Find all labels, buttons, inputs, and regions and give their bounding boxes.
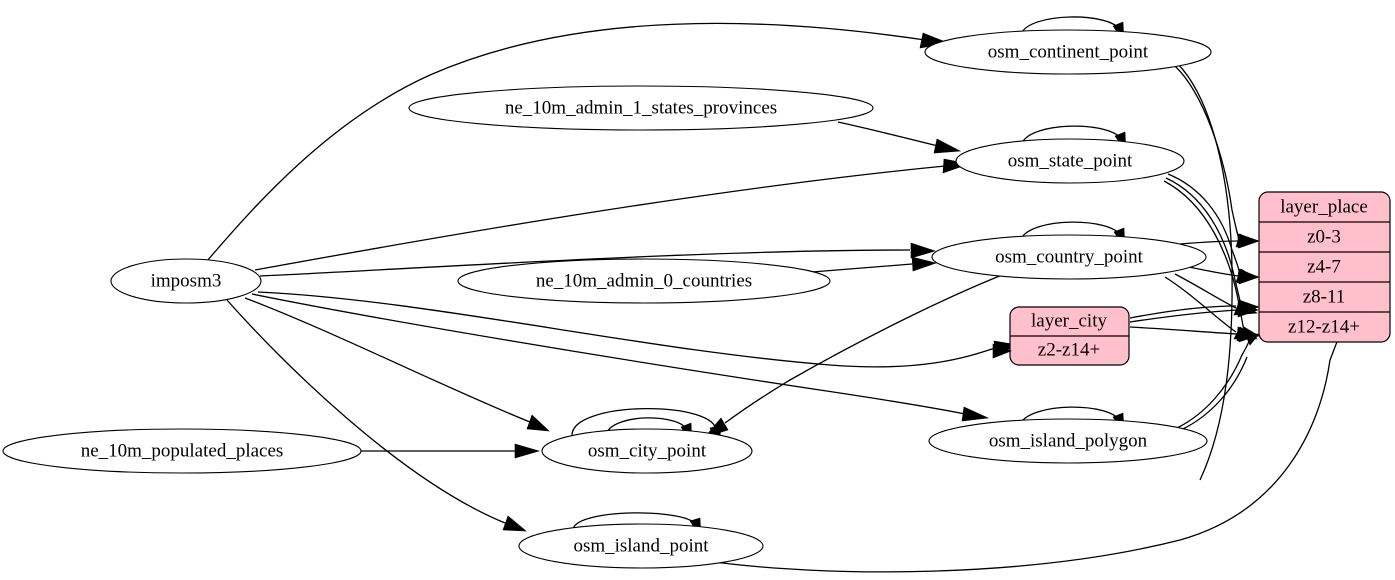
edge-ne_populated-to-osm_city_point (361, 443, 541, 459)
node-ne_10m_admin_1_states_provinces[interactable]: ne_10m_admin_1_states_provinces (408, 85, 874, 131)
node-osm_city_point[interactable]: osm_city_point (541, 428, 753, 474)
record-layer_place-row-z8-11: z8-11 (1303, 286, 1346, 307)
node-ne_countries-label: ne_10m_admin_0_countries (536, 270, 752, 291)
edge-imposm3-to-osm_island_point (226, 299, 527, 532)
edge-osm_island_polygon-to-layer_place-z12-z14-b (1180, 356, 1248, 431)
record-layer_place[interactable]: layer_place z0-3 z4-7 z8-11 z12-z14+ (1258, 191, 1391, 343)
edge-ne_states-to-osm_state_point (837, 121, 962, 154)
record-layer_place-title: layer_place (1280, 196, 1368, 217)
node-ne_states-label: ne_10m_admin_1_states_provinces (505, 97, 777, 118)
edge-osm_island_point-to-layer_place-z12-z14 (706, 341, 1338, 573)
record-layer_city-title: layer_city (1031, 310, 1107, 331)
node-osm_island_point[interactable]: osm_island_point (518, 523, 764, 569)
node-osm_country_point-label: osm_country_point (995, 246, 1143, 267)
record-layer_place-row-z12-z14: z12-z14+ (1288, 316, 1360, 337)
node-layer: imposm3 ne_10m_admin_1_states_provinces … (2, 29, 1212, 569)
edge-imposm3-to-osm_island_polygon (251, 293, 990, 422)
record-layer: layer_place z0-3 z4-7 z8-11 z12-z14+ lay… (992, 191, 1391, 366)
node-osm_state_point-label: osm_state_point (1008, 150, 1133, 171)
record-layer_city-row-z2-z14: z2-z14+ (1038, 339, 1100, 360)
record-layer_place-row-z4-7: z4-7 (1307, 256, 1341, 277)
node-osm_country_point[interactable]: osm_country_point (931, 234, 1207, 280)
node-osm_island_point-label: osm_island_point (573, 535, 709, 556)
edge-layer_city-connectors (1129, 305, 1237, 319)
node-ne_populated-label: ne_10m_populated_places (81, 440, 284, 461)
record-layer_city[interactable]: layer_city z2-z14+ (1009, 306, 1130, 366)
node-osm_continent_point[interactable]: osm_continent_point (924, 29, 1212, 75)
layer_city-inbound-arrowhead (992, 343, 1012, 359)
layer_place-inbound-arrowheads (1238, 233, 1260, 343)
node-osm_state_point[interactable]: osm_state_point (955, 138, 1185, 184)
node-ne_10m_admin_0_countries[interactable]: ne_10m_admin_0_countries (457, 258, 831, 304)
node-imposm3[interactable]: imposm3 (110, 258, 262, 304)
node-osm_island_polygon-label: osm_island_polygon (989, 430, 1148, 451)
node-osm_continent_point-label: osm_continent_point (988, 41, 1149, 62)
edge-imposm3-to-osm_state_point (254, 158, 971, 271)
edge-osm_island_polygon-to-layer_place-z12-z14 (1176, 333, 1260, 429)
node-osm_city_point-label: osm_city_point (588, 440, 707, 461)
edge-osm_continent_point-to-layer_place-z0-3 (1174, 65, 1257, 248)
edge-imposm3-to-osm_continent_point (206, 22, 950, 262)
edge-imposm3-to-osm_country_point (259, 242, 937, 277)
node-osm_island_polygon[interactable]: osm_island_polygon (928, 418, 1208, 464)
edge-long-right-descender (1177, 63, 1233, 481)
record-layer_place-row-z0-3: z0-3 (1307, 226, 1341, 247)
edge-imposm3-to-osm_city_point (244, 297, 550, 432)
node-ne_10m_populated_places[interactable]: ne_10m_populated_places (2, 428, 362, 474)
edge-ne_countries-to-osm_country_point (811, 256, 938, 273)
node-imposm3-label: imposm3 (151, 270, 222, 291)
